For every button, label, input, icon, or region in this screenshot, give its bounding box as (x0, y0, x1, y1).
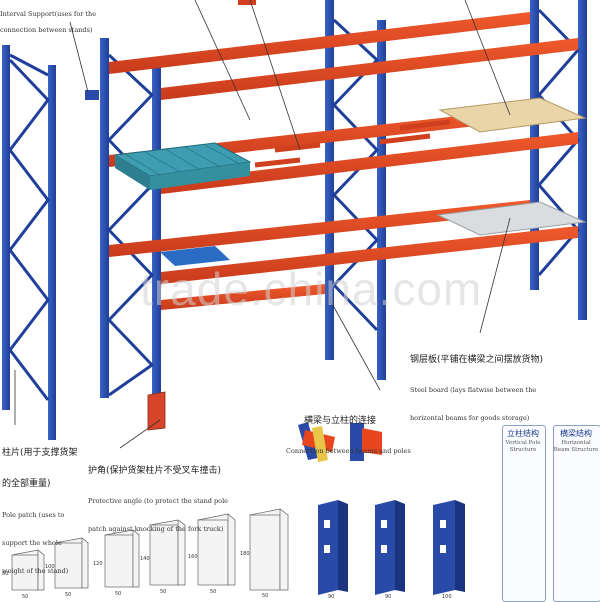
horizontal-beams (85, 0, 578, 310)
interval-support-label: Interval Support(uses for the connection… (0, 10, 97, 35)
dim-box-4 (149, 519, 186, 586)
pole-w-1: 90 (328, 594, 334, 600)
dim-w-6: 50 (262, 593, 268, 599)
beam-dimension-boxes (11, 508, 289, 591)
dim-w-2: 50 (65, 592, 71, 598)
pole-w-2: 90 (385, 594, 391, 600)
pole-structure-box (502, 425, 546, 602)
watermark-text: trade.china.com (140, 263, 483, 315)
upright-1 (100, 38, 109, 398)
dim-h-3: 120 (93, 561, 103, 567)
beam-pole-connection-detail (298, 422, 382, 462)
pole-structure-title: 立柱结构 (507, 429, 539, 438)
beam-structure-title: 横梁结构 (560, 429, 592, 438)
dim-h-2: 100 (45, 564, 55, 570)
dim-box-5 (197, 513, 236, 586)
beam-low-back (161, 226, 578, 284)
pole-structure-subtitle: Vertical Pole Structure (505, 440, 541, 453)
wood-steel-board (438, 97, 587, 133)
dim-box-6 (249, 508, 289, 591)
dim-h-5: 160 (188, 554, 198, 560)
left-pole-patch-frame (2, 45, 56, 440)
pole-section-1 (318, 500, 348, 595)
dim-box-3 (104, 529, 140, 588)
steel-board-label: 钢层板(平铺在横梁之间摆放货物) Steel board (lays flatw… (410, 355, 544, 423)
upright-left-a (2, 45, 10, 410)
pole-w-3: 100 (442, 594, 452, 600)
dim-h-6: 180 (240, 551, 250, 557)
beam-top-front (109, 12, 530, 74)
leader-lines (14, 0, 511, 449)
pole-section-2 (375, 500, 405, 595)
pole-patch-label: 柱片(用于支撑货架 的全部重量) Pole patch (uses to sup… (2, 448, 78, 575)
dim-box-2 (54, 537, 89, 589)
beam-top-back (161, 38, 578, 100)
dim-h-1: 80 (2, 571, 8, 577)
beam-mid-back (161, 132, 578, 194)
beam-low-front (109, 200, 530, 257)
upright-3 (325, 0, 334, 360)
pole-section-3 (433, 500, 465, 595)
upright-left-b (48, 65, 56, 440)
upright-6 (578, 0, 587, 320)
protective-angle-label: 护角(保护货架柱片不受叉车撞击) Protective angle (to pr… (88, 466, 229, 534)
dim-w-4: 50 (160, 589, 166, 595)
pole-section-samples (318, 500, 465, 595)
dim-w-1: 50 (22, 594, 28, 600)
beam-structure-subtitle: Horizontal Beam Structure (553, 440, 599, 453)
dim-w-3: 50 (115, 591, 121, 597)
beam-structure-box (553, 425, 600, 602)
blue-pallet-partial (160, 246, 230, 266)
beam-pole-connection-label: 横梁与立柱的连接 Connection between beams and po… (286, 416, 411, 456)
dim-h-4: 140 (140, 556, 150, 562)
dim-w-5: 50 (210, 589, 216, 595)
protective-angle (147, 391, 166, 431)
steel-board-plain (436, 201, 587, 236)
frame-bracing-left (8, 58, 50, 401)
plastic-pallet (113, 142, 252, 190)
dim-box-1 (11, 549, 45, 591)
upright-4 (377, 20, 386, 380)
